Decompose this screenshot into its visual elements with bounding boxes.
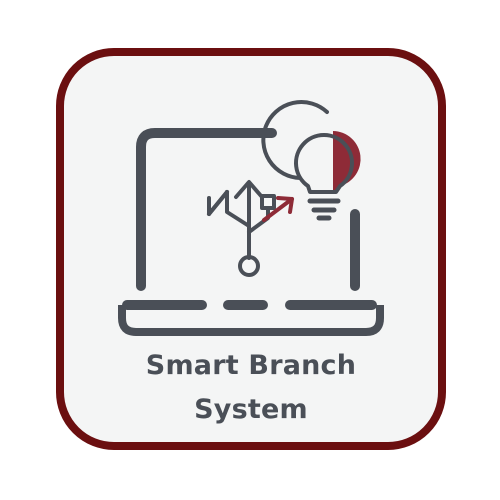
caption-line-1: Smart Branch [145, 350, 357, 381]
usb-icon [207, 180, 276, 277]
arrow-icon [262, 196, 294, 222]
laptop-base [118, 300, 384, 336]
app-tile[interactable] [56, 48, 446, 450]
caption-line-2: System [194, 394, 308, 425]
lightbulb-icon [261, 100, 361, 221]
